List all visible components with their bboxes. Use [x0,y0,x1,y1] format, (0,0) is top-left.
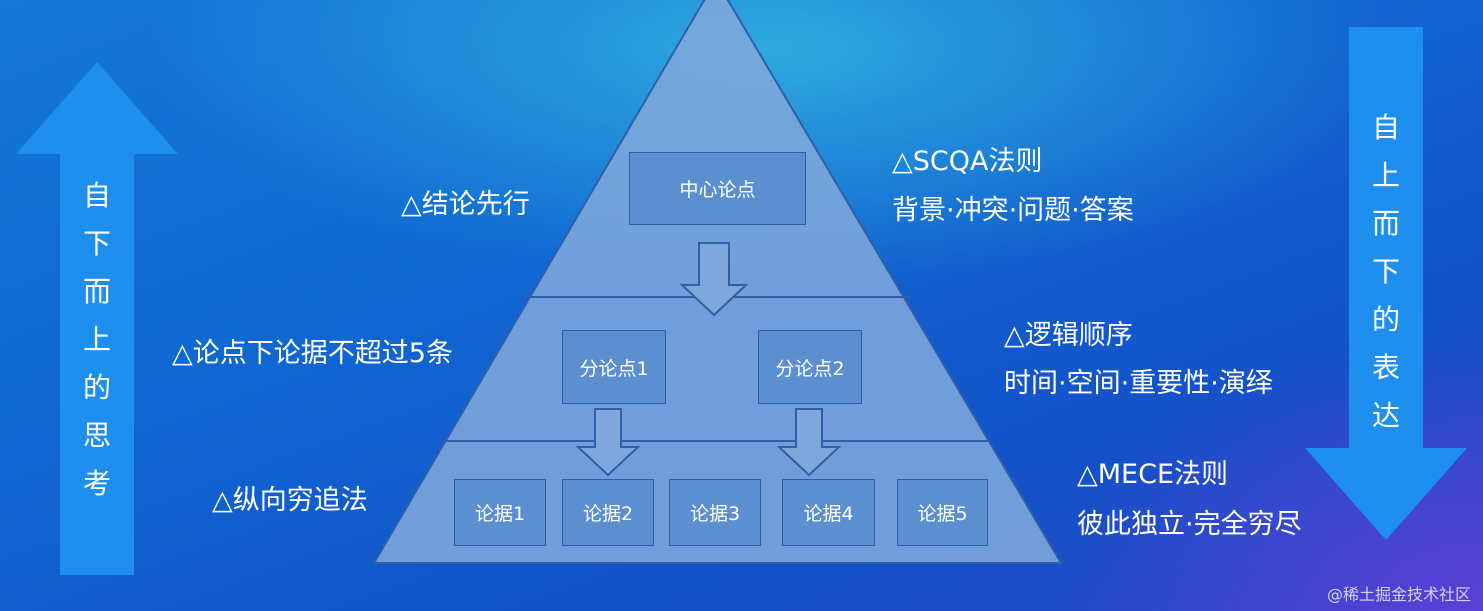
right-arrow-char: 而 [1371,207,1400,240]
right-arrow-text: 自 上 而 下 的 表 达 [1366,104,1406,440]
right-arrow-char: 自 [1371,111,1400,144]
evidence-box-1: 论据1 [454,479,546,546]
up-arrow [16,62,178,575]
right-arrow-char: 的 [1371,303,1400,336]
label-logic-order-detail: 时间·空间·重要性·演绎 [1004,368,1273,399]
evidence-box-4: 论据4 [782,479,875,546]
label-conclusion-first: △结论先行 [401,189,530,220]
sub-point-box-1: 分论点1 [562,330,666,404]
label-evidence-limit: △论点下论据不超过5条 [172,338,453,369]
down-arrow-outline-2 [575,408,641,477]
label-logic-order-title: △逻辑顺序 [1004,320,1133,351]
left-arrow-char: 而 [82,275,111,308]
left-arrow-char: 思 [82,419,111,452]
down-arrow-outline-3 [776,408,842,477]
left-arrow-char: 上 [82,323,111,356]
evidence-box-2: 论据2 [562,479,654,546]
watermark: @稀土掘金技术社区 [1326,585,1471,604]
label-mece-detail: 彼此独立·完全穷尽 [1077,509,1302,540]
right-arrow-char: 表 [1371,351,1400,384]
left-arrow-char: 下 [82,227,111,260]
right-arrow-char: 达 [1371,399,1400,432]
label-scqa-title: △SCQA法则 [892,146,1043,177]
right-arrow-char: 下 [1371,255,1400,288]
central-point-box: 中心论点 [629,152,806,225]
sub-point-box-2: 分论点2 [758,330,862,404]
label-vertical-pursuit: △纵向穷追法 [212,485,368,516]
label-mece-title: △MECE法则 [1077,459,1229,490]
left-arrow-char: 考 [82,467,111,500]
left-arrow-char: 自 [82,179,111,212]
right-arrow-char: 上 [1371,159,1400,192]
down-arrow-outline-1 [679,242,749,317]
down-arrow [1305,27,1467,540]
evidence-box-3: 论据3 [669,479,761,546]
left-arrow-char: 的 [82,371,111,404]
left-arrow-text: 自 下 而 上 的 思 考 [77,172,117,508]
label-scqa-detail: 背景·冲突·问题·答案 [892,195,1134,226]
evidence-box-5: 论据5 [897,479,988,546]
